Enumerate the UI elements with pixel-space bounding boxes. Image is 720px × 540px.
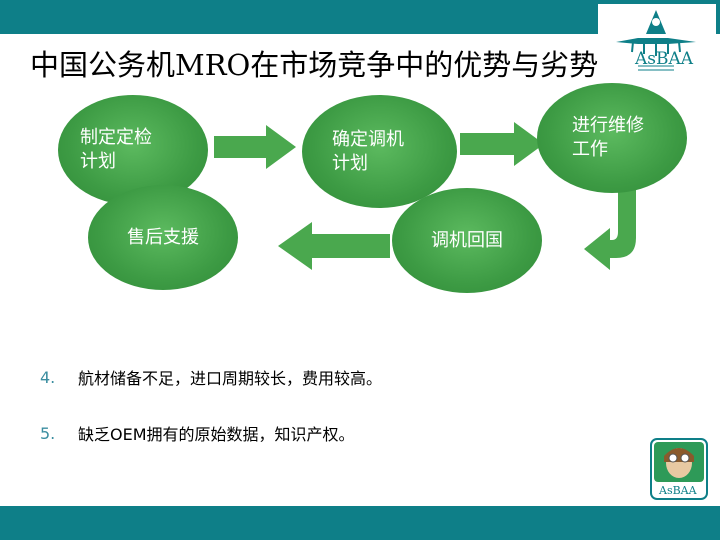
- flow-node-label: 制定定检 计划: [80, 127, 152, 172]
- flow-node-label: 确定调机 计划: [332, 128, 404, 174]
- flow-node-label: 调机回国: [431, 229, 503, 251]
- bullet-list: 4. 航材储备不足，进口周期较长，费用较高。 5. 缺乏OEM拥有的原始数据，知…: [40, 365, 382, 477]
- bullet-number: 4.: [40, 367, 56, 387]
- asbaa-logo-bottom: AsBAA: [650, 438, 708, 500]
- arrow-right-1: [214, 125, 296, 169]
- bullet-text: 缺乏OEM拥有的原始数据，知识产权。: [78, 425, 355, 444]
- logo-top-text: AsBAA: [634, 49, 694, 69]
- flow-node-confirm-ferry: 确定调机 计划: [302, 95, 457, 208]
- flow-node-label: 售后支援: [127, 226, 199, 248]
- flow-node-after-sales: 售后支援: [88, 185, 238, 290]
- bullet-number: 5.: [40, 423, 56, 443]
- flow-node-ferry-return: 调机回国: [392, 188, 542, 293]
- flow-node-maintenance-work: 进行维修 工作: [537, 83, 687, 193]
- arrow-right-2: [460, 122, 544, 166]
- flow-node-label: 进行维修 工作: [572, 115, 644, 160]
- title-panel: [14, 34, 600, 94]
- slide-title: 中国公务机MRO在市场竞争中的优势与劣势: [30, 48, 599, 82]
- bullet-text: 航材储备不足，进口周期较长，费用较高。: [78, 369, 383, 388]
- bottom-bar: [0, 506, 720, 540]
- asbaa-logo-top: AsBAA: [598, 4, 716, 84]
- list-item: 5. 缺乏OEM拥有的原始数据，知识产权。: [40, 421, 382, 445]
- arrow-left: [278, 222, 390, 270]
- list-item: 4. 航材储备不足，进口周期较长，费用较高。: [40, 365, 382, 389]
- logo-bottom-text: AsBAA: [658, 484, 698, 497]
- arrow-curved-down: [584, 188, 636, 270]
